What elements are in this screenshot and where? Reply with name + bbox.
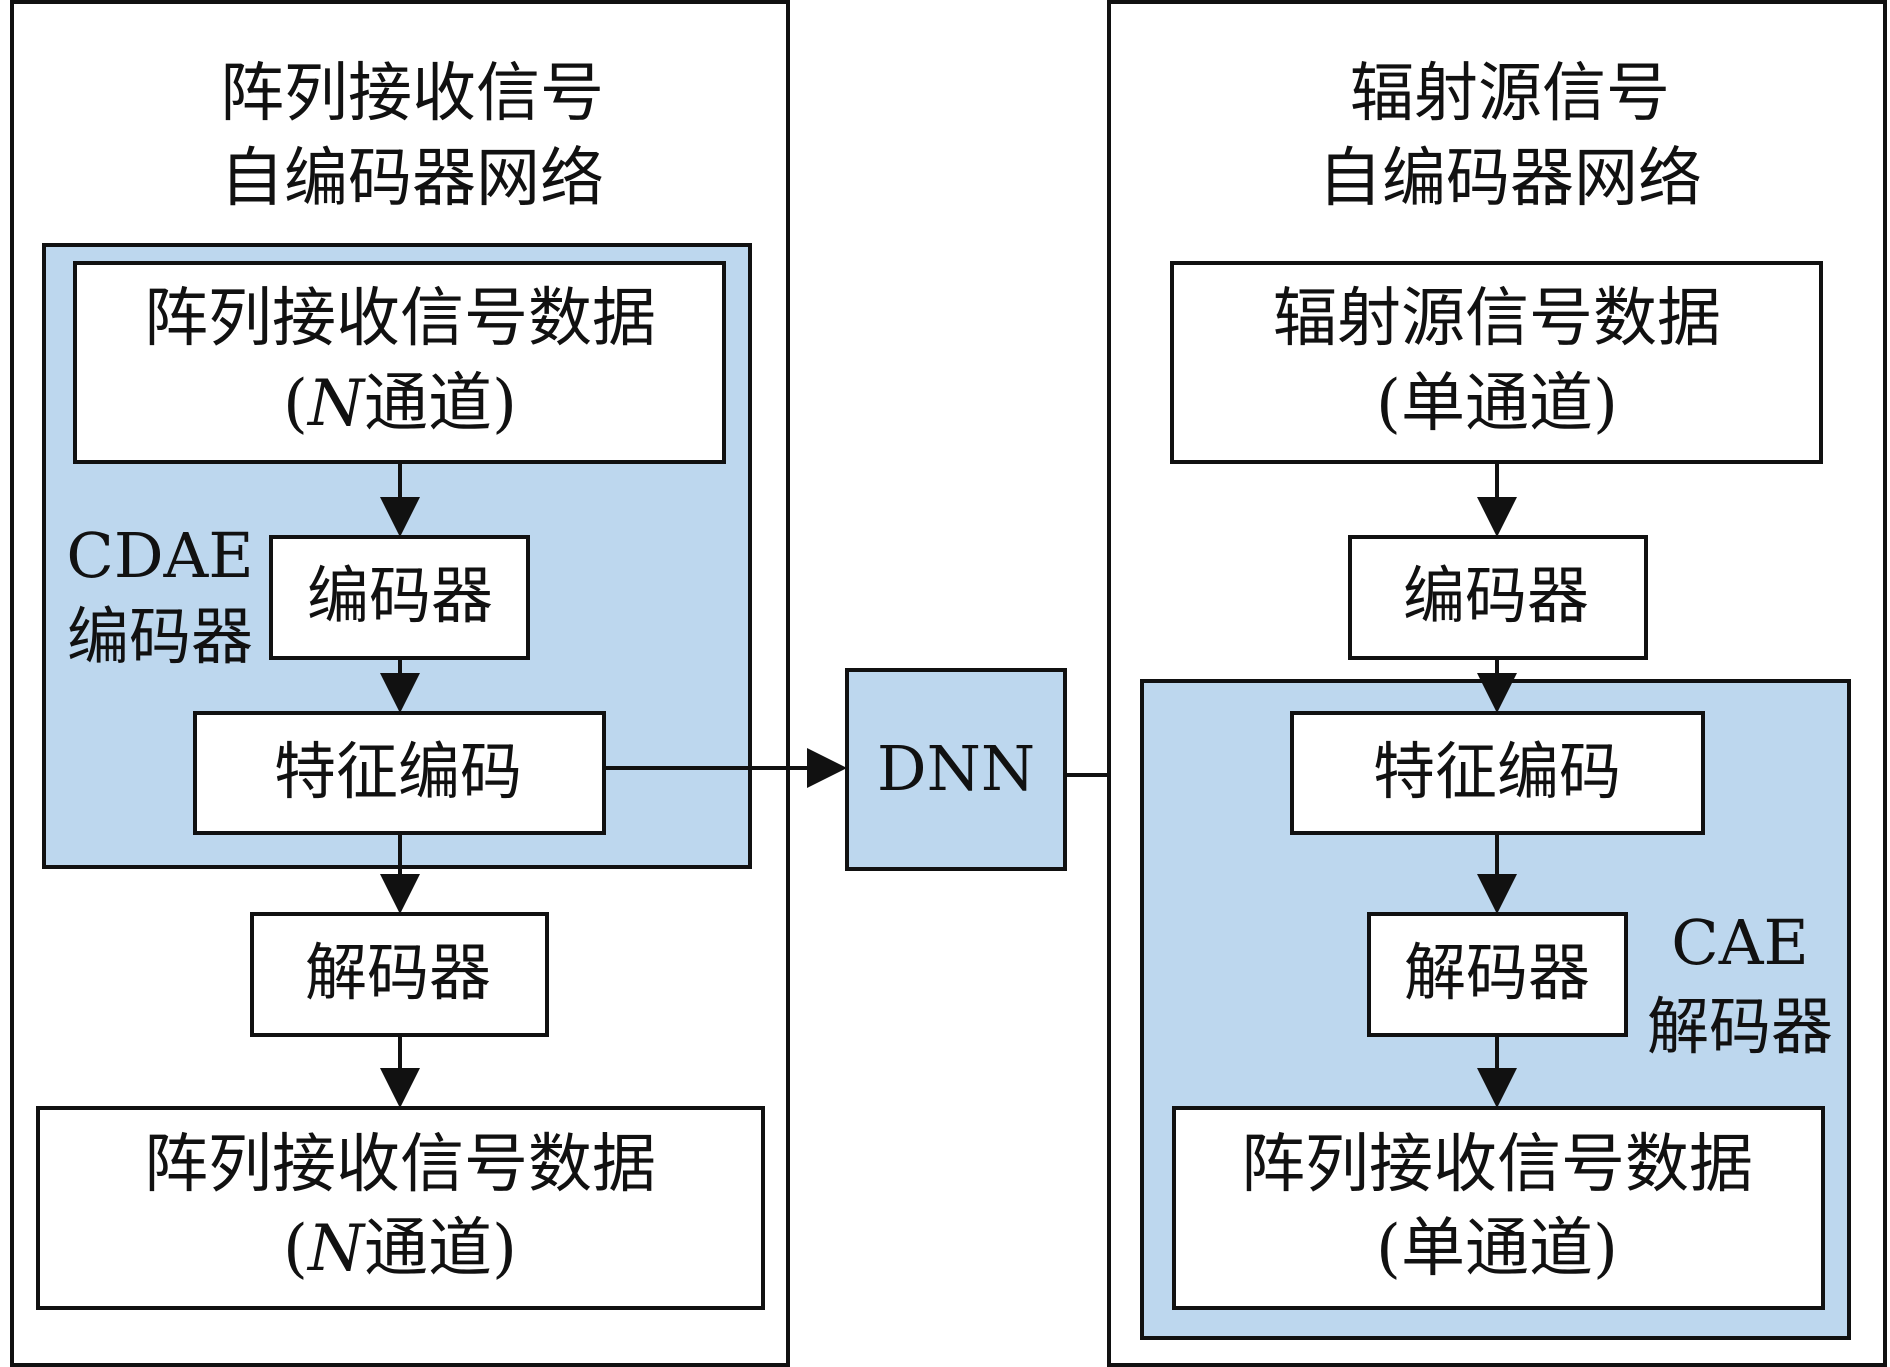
left-output-data-box	[36, 1106, 765, 1310]
right-output-data-box	[1172, 1106, 1825, 1310]
right-input-data-line1: 辐射源信号数据	[1273, 282, 1721, 356]
right-input-data-line2: (单通道)	[1376, 367, 1618, 441]
cdae-label-line1: CDAE	[66, 519, 253, 592]
left-network-title-line2: 自编码器网络	[220, 142, 604, 216]
right-feature-label: 特征编码	[1373, 735, 1621, 808]
left-network-title-line1: 阵列接收信号	[220, 57, 604, 131]
left-feature-label: 特征编码	[274, 735, 522, 808]
right-encoder-box	[1348, 535, 1648, 660]
dnn-label: DNN	[877, 732, 1035, 805]
right-network-title-line1: 辐射源信号	[1350, 57, 1670, 131]
left-decoder-box	[250, 912, 549, 1037]
cae-label-line1: CAE	[1671, 906, 1808, 979]
left-input-data-box	[73, 261, 726, 464]
right-input-data-box	[1170, 261, 1823, 464]
left-output-data-line1: 阵列接收信号数据	[144, 1128, 656, 1202]
left-input-data-line1: 阵列接收信号数据	[144, 282, 656, 356]
cae-label-line2: 解码器	[1647, 990, 1833, 1063]
left-encoder-label: 编码器	[307, 559, 493, 632]
cdae-label-line2: 编码器	[67, 600, 253, 673]
right-output-data-line1: 阵列接收信号数据	[1241, 1128, 1753, 1202]
right-encoder-label: 编码器	[1403, 559, 1589, 632]
left-decoder-label: 解码器	[305, 936, 491, 1009]
left-input-data-line2: (N通道)	[283, 367, 517, 441]
left-output-data-line2: (N通道)	[283, 1212, 517, 1286]
right-network-title-line2: 自编码器网络	[1318, 142, 1702, 216]
right-feature-box	[1290, 711, 1705, 835]
right-output-data-line2: (单通道)	[1376, 1212, 1618, 1286]
dnn-box	[845, 668, 1067, 871]
right-decoder-label: 解码器	[1404, 936, 1590, 1009]
right-decoder-box	[1367, 912, 1628, 1037]
left-encoder-box	[269, 535, 530, 660]
